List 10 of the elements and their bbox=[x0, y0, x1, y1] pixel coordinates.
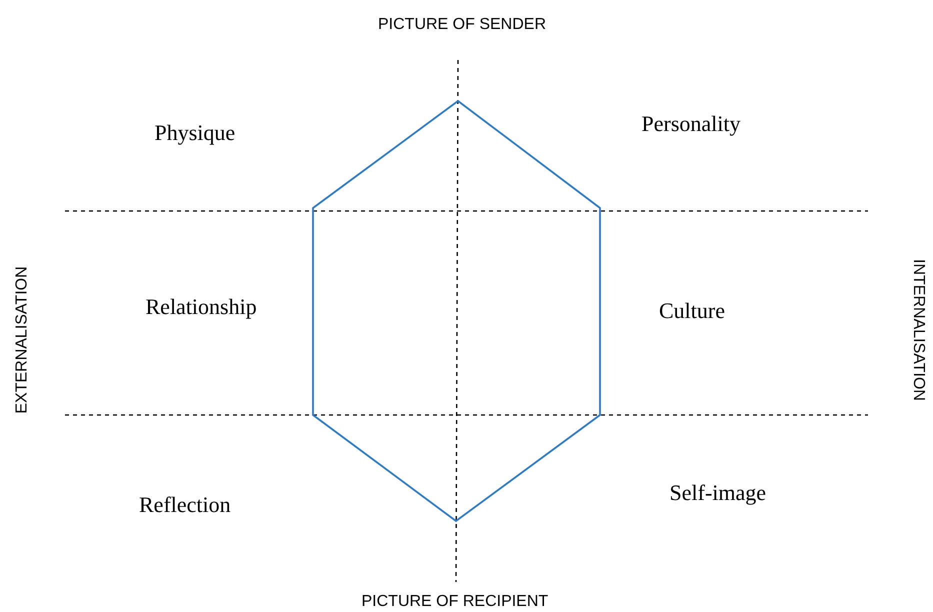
facet-label: Reflection bbox=[139, 492, 231, 518]
facet-label: Self-image bbox=[670, 480, 766, 506]
axis-title: PICTURE OF RECIPIENT bbox=[362, 593, 548, 611]
facet-label: Culture bbox=[659, 298, 725, 324]
axis-title: PICTURE OF SENDER bbox=[378, 16, 546, 34]
facet-label: Personality bbox=[642, 111, 740, 137]
facet-label: Physique bbox=[154, 120, 236, 146]
axis-title: EXTERNALISATION bbox=[13, 266, 32, 414]
axis-title: INTERNALISATION bbox=[908, 259, 927, 401]
facet-label: Relationship bbox=[146, 294, 257, 320]
